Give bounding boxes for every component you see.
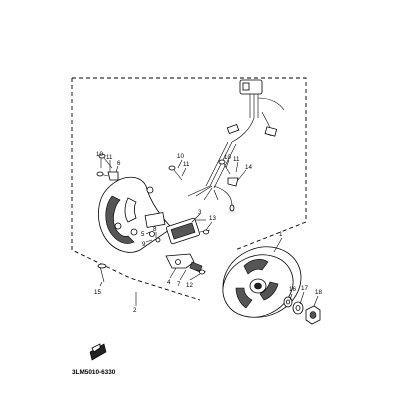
nut-18 xyxy=(305,305,321,325)
bracket xyxy=(165,253,203,273)
washer-17 xyxy=(292,301,304,315)
callout-10-middle: 10 xyxy=(177,153,184,160)
callout-9: 9 xyxy=(142,241,146,248)
pickup-coil xyxy=(144,212,166,243)
callout-1: 1 xyxy=(279,231,283,238)
callout-16: 16 xyxy=(289,286,296,293)
callout-13: 13 xyxy=(209,215,216,222)
callout-11-right: 11 xyxy=(233,156,240,163)
callout-2: 2 xyxy=(133,307,137,314)
callout-7: 7 xyxy=(177,281,181,288)
callout-11-middle: 11 xyxy=(183,161,190,168)
flywheel-rotor xyxy=(222,246,302,318)
callout-11-left: 11 xyxy=(106,154,113,161)
cable-clip xyxy=(96,171,119,181)
screw-set xyxy=(98,153,239,275)
callout-4: 4 xyxy=(167,279,171,286)
callout-12: 12 xyxy=(186,282,193,289)
callout-10-right: 10 xyxy=(224,154,231,161)
leader-lines xyxy=(99,158,319,307)
callout-8: 8 xyxy=(153,226,157,233)
callout-15: 15 xyxy=(94,289,101,296)
plate-screw xyxy=(97,263,107,283)
drawing-code: 3LM5010-6330 xyxy=(72,369,116,376)
callout-3: 3 xyxy=(198,209,202,216)
callout-17: 17 xyxy=(301,285,308,292)
wire-harness xyxy=(187,79,285,212)
source-coil xyxy=(166,217,206,245)
callout-14: 14 xyxy=(245,164,252,171)
callout-5: 5 xyxy=(141,231,145,238)
callout-18: 18 xyxy=(315,289,322,296)
gear-symbol xyxy=(89,343,107,361)
callout-6: 6 xyxy=(117,160,121,167)
callout-10-left: 10 xyxy=(96,151,103,158)
